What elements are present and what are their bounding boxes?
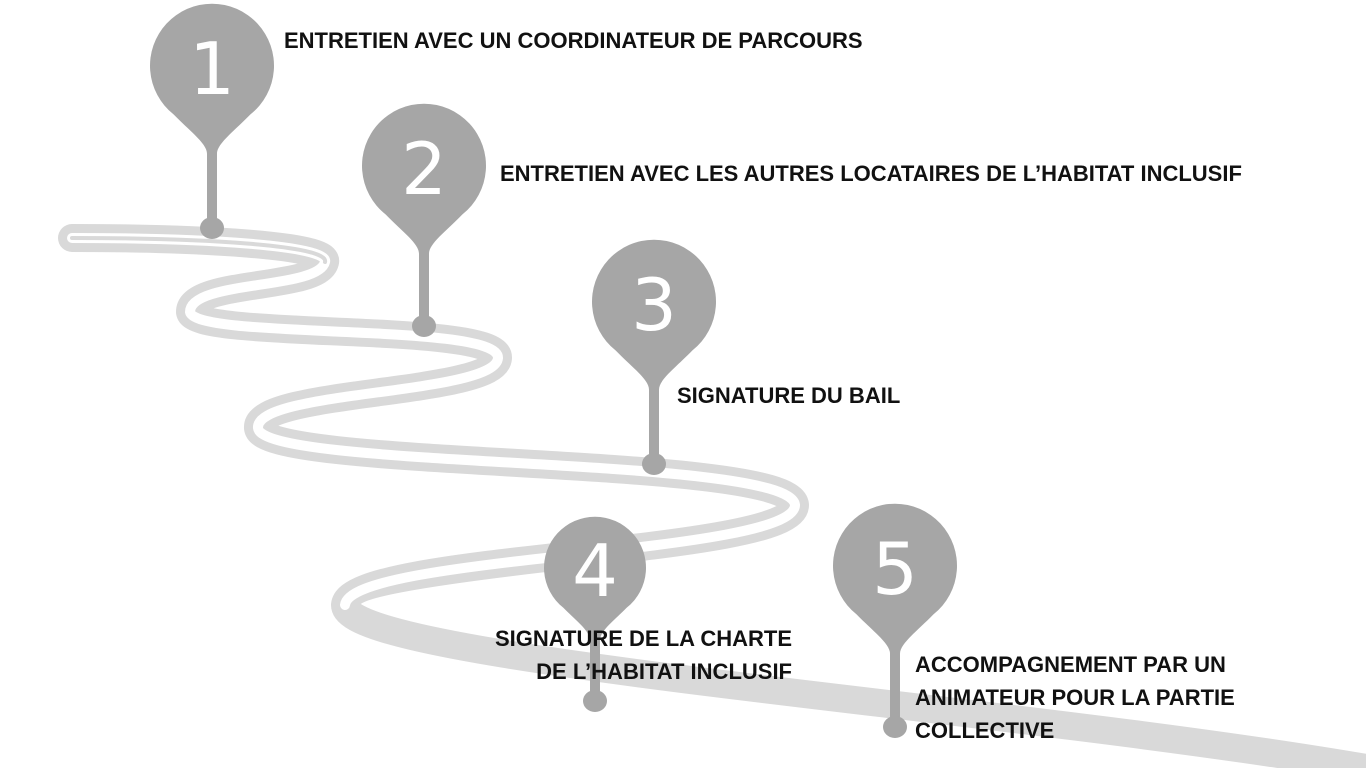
road-start-stroke [70,236,327,264]
step-label-4: SIGNATURE DE LA CHARTE DE L’HABITAT INCLU… [495,622,792,688]
step-pin-5: 5 [833,503,957,738]
step-label-line: ACCOMPAGNEMENT PAR UN [915,652,1226,677]
pin-tip-icon [883,716,907,738]
step-label-5: ACCOMPAGNEMENT PAR UN ANIMATEUR POUR LA P… [915,648,1235,747]
pin-body-icon [362,103,486,322]
pin-body-icon [833,503,957,723]
pin-tip-icon [583,690,607,712]
step-label-2: ENTRETIEN AVEC LES AUTRES LOCATAIRES DE … [500,157,1242,190]
step-pin-2: 2 [362,103,486,337]
road-inner [67,233,800,610]
step-number-3: 3 [631,263,677,347]
step-label-3: SIGNATURE DU BAIL [677,379,900,412]
step-number-2: 2 [401,127,447,211]
step-pin-4: 4 [544,516,646,712]
step-pin-3: 3 [592,239,716,475]
pin-body-icon [149,3,275,224]
step-number-1: 1 [189,27,235,111]
pin-tip-icon [412,315,436,337]
step-label-line: ENTRETIEN AVEC UN COORDINATEUR DE PARCOU… [284,28,863,53]
step-label-line: COLLECTIVE [915,718,1055,743]
step-label-line: SIGNATURE DU BAIL [677,383,901,408]
step-label-line: ANIMATEUR POUR LA PARTIE [915,685,1235,710]
step-label-1: ENTRETIEN AVEC UN COORDINATEUR DE PARCOU… [284,24,863,57]
step-label-line: DE L’HABITAT INCLUSIF [536,659,792,684]
step-number-4: 4 [572,529,618,613]
pin-body-icon [544,516,646,697]
step-pin-1: 1 [149,3,275,239]
pin-tip-icon [200,217,224,239]
pin-tip-icon [642,453,666,475]
step-label-line: ENTRETIEN AVEC LES AUTRES LOCATAIRES DE … [500,161,1242,186]
pin-body-icon [592,239,716,460]
step-label-line: SIGNATURE DE LA CHARTE [495,626,792,651]
step-number-5: 5 [872,527,918,611]
